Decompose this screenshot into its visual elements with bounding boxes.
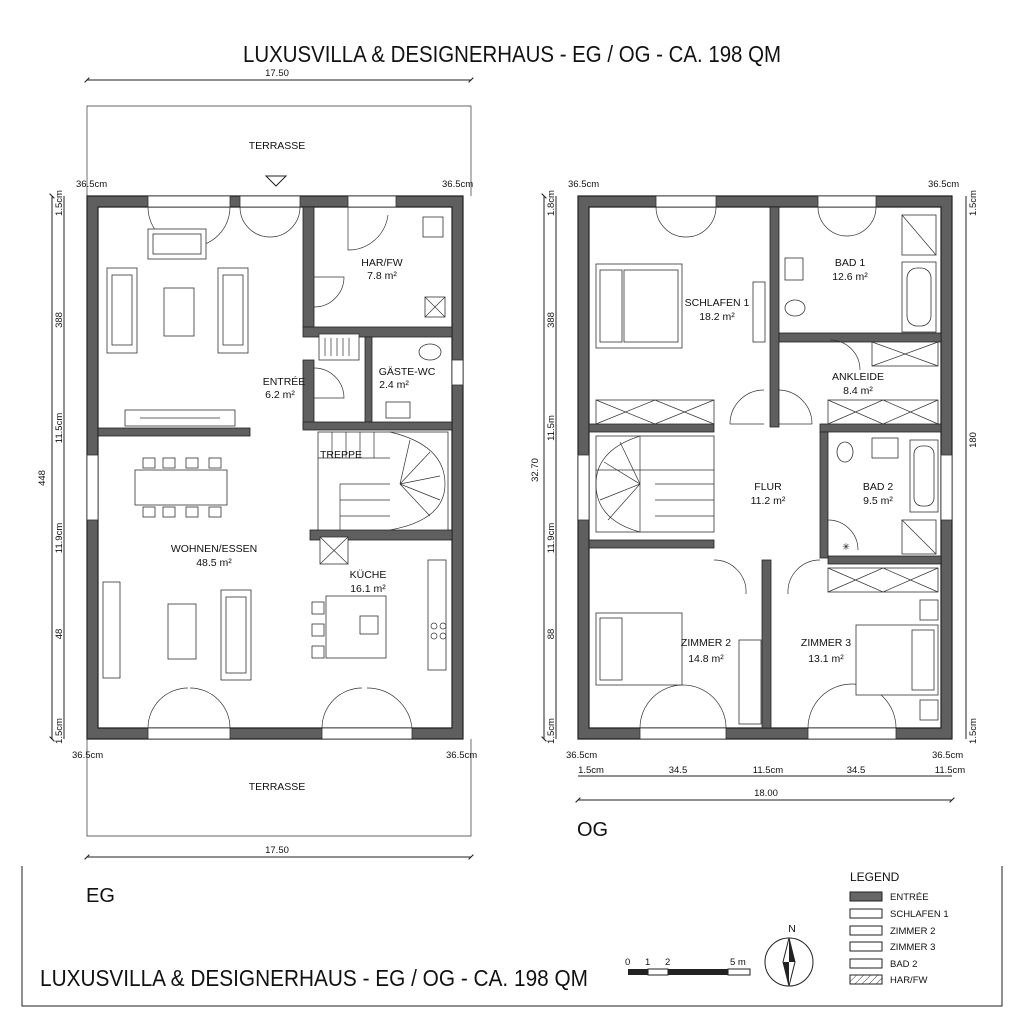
eg-room-gaeste-wc: GÄSTE-WC [379,366,436,378]
eg-terrace-bottom-label: TERRASSE [249,781,306,793]
eg-room-har-fw-area: 7.8 m² [367,270,397,282]
og-room-bad1: BAD 1 [835,257,866,269]
og-left-dim-6: 1.5cm [546,718,557,744]
og-room-bad1-area: 12.6 m² [832,271,868,283]
legend-item: ZIMMER 3 [890,942,935,953]
eg-left-dim-5: 48 [54,629,65,640]
eg-corner-br: 36.5cm [446,750,477,761]
og-left-total: 32.70 [530,458,541,482]
og-room-bad2-area: 9.5 m² [863,495,893,507]
og-bottom-dim-3: 11.5cm [753,765,784,776]
og-bottom-dim-2: 34.5 [669,765,688,776]
eg-left-total: 448 [37,470,48,486]
eg-room-entree: ENTRÉE [263,375,306,388]
eg-room-treppe: TREPPE [320,449,362,461]
eg-room-gaeste-wc-area: 2.4 m² [379,379,409,391]
og-corner-tl: 36.5cm [568,179,599,190]
legend-item: ZIMMER 2 [890,926,935,937]
eg-left-dim-2: 388 [54,312,65,328]
eg-plan: TERRASSE 17.50 36.5cm 36.5cm [37,68,477,860]
eg-left-dim-3: 11.5cm [54,413,65,444]
og-floor-label: OG [577,819,608,841]
page-title: LUXUSVILLA & DESIGNERHAUS - EG / OG - CA… [243,41,781,67]
og-corner-bl: 36.5cm [566,750,597,761]
og-right-dim-6: 1.5cm [968,718,979,744]
eg-width-bottom: 17.50 [265,845,289,856]
scale-5: 5 m [730,957,746,968]
og-room-zimmer2-area: 14.8 m² [688,653,724,665]
eg-room-entree-area: 6.2 m² [265,389,295,401]
og-left-dim-5: 88 [546,629,557,640]
eg-room-kueche-area: 16.1 m² [350,583,386,595]
eg-room-wohnen-essen-area: 48.5 m² [196,557,232,569]
scale-0: 0 [625,957,630,968]
eg-room-har-fw: HAR/FW [361,257,403,269]
og-bottom-dim-5: 11.5cm [935,765,966,776]
og-left-dim-3: 11.5m [546,415,557,441]
eg-room-kueche: KÜCHE [350,569,387,581]
eg-width-top: 17.50 [265,68,289,79]
og-right-total: 180 [968,432,979,448]
north-arrow-icon: N [764,923,814,987]
eg-outer-walls [86,195,464,740]
legend-item: HAR/FW [890,975,928,986]
og-right-dim-1: 1.5cm [968,190,979,216]
legend-item: BAD 2 [890,959,917,970]
og-left-dim-1: 1.8cm [546,190,557,216]
og-left-dim-2: 388 [546,312,557,328]
og-width-total: 18.00 [754,788,778,799]
scale-bar: 0 1 2 5 m [625,957,751,976]
eg-left-dim-6: 1.5cm [54,718,65,744]
og-corner-tr: 36.5cm [928,179,959,190]
legend: LEGEND ENTRÉE SCHLAFEN 1 ZIMMER 2 ZIMMER… [849,870,949,986]
og-bottom-dim-1: 1.5cm [578,765,604,776]
eg-corner-bl: 36.5cm [72,750,103,761]
og-room-zimmer3-area: 13.1 m² [808,653,844,665]
og-left-dim-4: 11.9cm [546,523,557,554]
scale-2: 2 [665,957,670,968]
north-label: N [788,923,796,935]
og-corner-br: 36.5cm [932,750,963,761]
og-room-bad2: BAD 2 [863,481,894,493]
og-room-schlafen1: SCHLAFEN 1 [685,297,750,309]
bad2-fan-icon: ✳ [842,542,850,553]
legend-item: ENTRÉE [890,892,929,903]
eg-left-dim-1: 1.5cm [54,190,65,216]
legend-item: SCHLAFEN 1 [890,909,949,920]
og-room-ankleide-area: 8.4 m² [843,385,873,397]
og-room-flur-area: 11.2 m² [751,495,786,507]
og-room-flur: FLUR [754,481,782,493]
legend-title: LEGEND [850,870,900,884]
title-block-frame [21,866,1003,1007]
og-plan: 36.5cm 36.5cm [530,179,979,841]
entrance-arrow-icon [264,175,288,187]
og-bottom-dim-4: 34.5 [847,765,866,776]
eg-left-dim-4: 11.9cm [54,523,65,554]
bottom-title: LUXUSVILLA & DESIGNERHAUS - EG / OG - CA… [40,965,588,991]
eg-corner-tl: 36.5cm [76,179,107,190]
eg-room-wohnen-essen: WOHNEN/ESSEN [171,543,257,555]
eg-terrace-top-label: TERRASSE [249,140,306,152]
eg-corner-tr: 36.5cm [442,179,473,190]
scale-1: 1 [645,957,650,968]
og-room-schlafen1-area: 18.2 m² [699,311,735,323]
og-room-zimmer2: ZIMMER 2 [681,637,731,649]
eg-floor-label: EG [86,885,115,907]
og-room-ankleide: ANKLEIDE [832,371,884,383]
og-room-zimmer3: ZIMMER 3 [801,637,851,649]
